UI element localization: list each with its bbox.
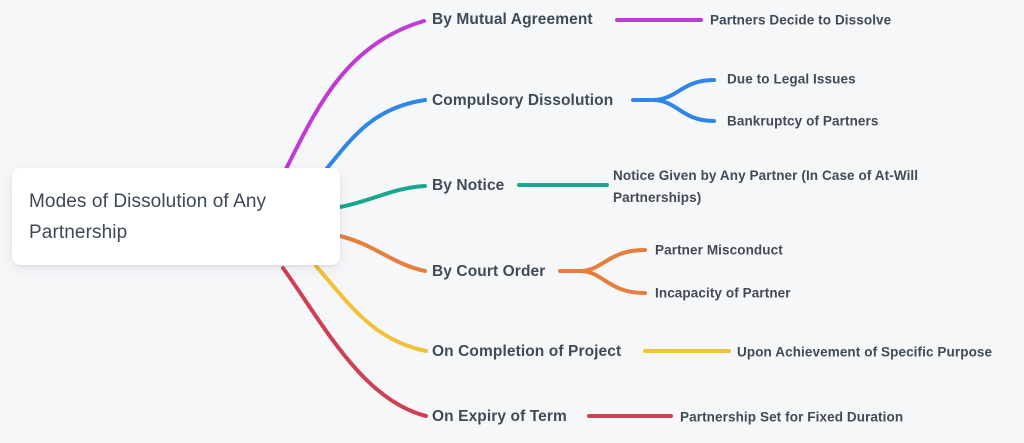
node-partnership-set-for-fixed-duration[interactable]: Partnership Set for Fixed Duration [680,409,904,425]
node-due-to-legal-issues[interactable]: Due to Legal Issues [727,71,856,87]
node-on-completion-of-project[interactable]: On Completion of Project [432,343,622,360]
node-by-court-order[interactable]: By Court Order [432,263,546,280]
branch-curve-on-completion-of-project [314,264,731,353]
node-compulsory-dissolution[interactable]: Compulsory Dissolution [432,92,614,109]
node-incapacity-of-partner[interactable]: Incapacity of Partner [655,285,791,301]
node-by-notice[interactable]: By Notice [432,177,505,194]
root-node-label: Modes of Dissolution of Any Partnership [29,190,267,243]
node-bankruptcy-of-partners[interactable]: Bankruptcy of Partners [727,113,879,129]
node-partners-decide-to-dissolve[interactable]: Partners Decide to Dissolve [710,12,892,28]
node-partner-misconduct[interactable]: Partner Misconduct [655,242,783,258]
root-node[interactable]: Modes of Dissolution of Any Partnership [12,168,340,265]
branch-curve-on-expiry-of-term [281,266,673,418]
node-notice-given-by-any-partner[interactable]: Notice Given by Any Partner (In Case of … [613,168,919,205]
branch-curve-by-court-order [338,234,647,295]
node-on-expiry-of-term[interactable]: On Expiry of Term [432,408,567,425]
node-by-mutual-agreement[interactable]: By Mutual Agreement [432,11,593,28]
branch-curve-compulsory-dissolution [322,78,716,174]
node-upon-achievement-of-specific-purpose[interactable]: Upon Achievement of Specific Purpose [737,344,993,360]
branch-curve-by-mutual-agreement [282,18,703,175]
branch-curve-by-notice [338,183,609,209]
